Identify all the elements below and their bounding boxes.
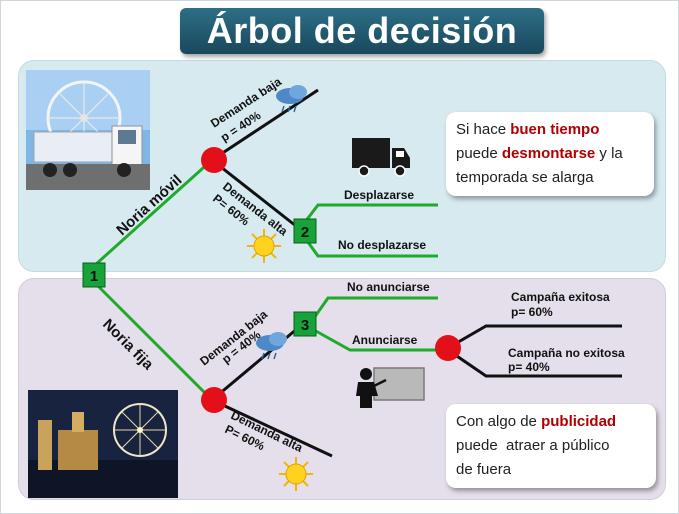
callout-bottom-line2: puede atraer a público xyxy=(456,437,610,454)
chance-node-top xyxy=(201,147,227,173)
decision-node-2-label: 2 xyxy=(301,224,309,241)
label-desplazarse: Desplazarse xyxy=(344,188,414,202)
branch-top-demanda-alta xyxy=(211,158,297,228)
sun-icon xyxy=(279,457,313,491)
callout-highlight: publicidad xyxy=(541,413,617,430)
rain-cloud-icon xyxy=(256,332,287,360)
callout-text: Si hace xyxy=(456,121,511,138)
label-campana-no-exitosa: Campaña no exitosa xyxy=(508,346,625,360)
callout-top-line2: puede desmontarse y la xyxy=(456,142,644,166)
rain-cloud-icon xyxy=(276,85,307,113)
decision-node-1-label: 1 xyxy=(90,268,98,285)
label-anunciarse: Anunciarse xyxy=(352,333,418,347)
callout-text: y la xyxy=(595,145,623,162)
callout-highlight: desmontarse xyxy=(501,145,596,162)
decision-node-3 xyxy=(293,311,317,337)
callout-publicidad: Con algo de publicidad puede atraer a pú… xyxy=(446,404,656,488)
branch-no-anunciarse xyxy=(312,296,438,319)
page-title: Árbol de decisión xyxy=(206,10,518,51)
branch-desplazarse xyxy=(303,203,438,223)
title-banner: Árbol de decisión xyxy=(180,8,544,54)
label-no-anunciarse: No anunciarse xyxy=(347,280,430,294)
label-campana-no-exitosa-p: p= 40% xyxy=(508,360,550,374)
callout-highlight: buen tiempo xyxy=(510,121,600,138)
label-campana-exitosa-p: p= 60% xyxy=(511,305,553,319)
label-no-desplazarse: No desplazarse xyxy=(338,238,426,252)
branch-noria-movil xyxy=(93,158,214,267)
sun-icon xyxy=(247,229,281,263)
callout-top-line1: Si hace buen tiempo xyxy=(456,118,644,142)
chance-node-bottom xyxy=(201,387,227,413)
truck-icon xyxy=(352,138,410,177)
label-noria-fija: Noria fija xyxy=(99,316,157,374)
branch-campana-exitosa xyxy=(447,324,622,350)
callout-text: puede xyxy=(456,145,502,162)
branch-campana-no-exitosa xyxy=(447,348,622,378)
decision-node-2 xyxy=(293,218,317,244)
branch-anunciarse xyxy=(313,328,448,352)
callout-top-line3: temporada se alarga xyxy=(456,169,594,186)
decision-node-3-label: 3 xyxy=(301,317,309,334)
branch-bottom-demanda-alta xyxy=(211,398,333,458)
branch-top-demanda-baja xyxy=(211,88,319,162)
branch-no-desplazarse xyxy=(303,237,438,258)
callout-text: Con algo de xyxy=(456,413,542,430)
decision-node-1 xyxy=(82,262,106,288)
label-noria-movil: Noria móvil xyxy=(113,172,185,239)
label-campana-exitosa: Campaña exitosa xyxy=(511,290,610,304)
callout-bottom-line3: de fuera xyxy=(456,461,512,478)
chance-node-campana xyxy=(435,335,461,361)
callout-buen-tiempo: Si hace buen tiempo puede desmontarse y … xyxy=(446,112,654,196)
presenter-icon xyxy=(356,367,425,408)
branch-noria-fija xyxy=(93,281,214,402)
callout-bottom-line1: Con algo de publicidad xyxy=(456,410,646,434)
